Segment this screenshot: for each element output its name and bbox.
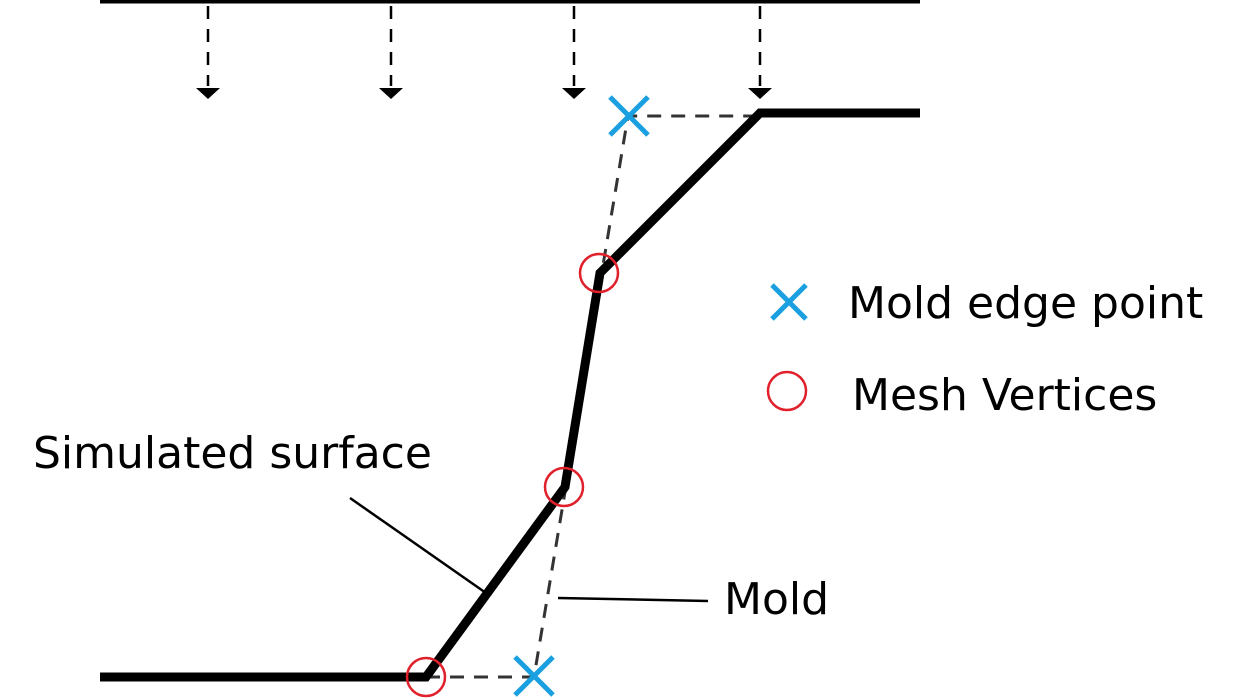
simulated-surface-line (100, 108, 920, 682)
pressure-arrow (748, 6, 772, 99)
simulated-surface-leader (349, 496, 487, 595)
mesh-vertex-circle (405, 656, 447, 698)
legend-circle-icon (766, 370, 808, 412)
legend: Mold edge point Mesh Vertices (766, 278, 1203, 421)
mold-dashed-line (426, 114, 760, 679)
mold-edge-point-cross (513, 655, 555, 697)
mesh-vertex-circle (543, 466, 585, 508)
pressure-arrow (379, 6, 403, 99)
mesh-vertex-circle (578, 252, 620, 294)
pressure-arrow (562, 6, 586, 99)
mold-leader (557, 596, 709, 603)
mold-edge-point-cross (608, 95, 650, 137)
mold-label: Mold (724, 574, 829, 625)
simulated-surface-label: Simulated surface (33, 428, 432, 479)
pressure-arrows (196, 6, 772, 99)
legend-label-mold-edge-point: Mold edge point (848, 278, 1203, 329)
legend-cross-icon (770, 283, 808, 321)
pressure-arrow (196, 6, 220, 99)
legend-label-mesh-vertices: Mesh Vertices (852, 370, 1157, 421)
